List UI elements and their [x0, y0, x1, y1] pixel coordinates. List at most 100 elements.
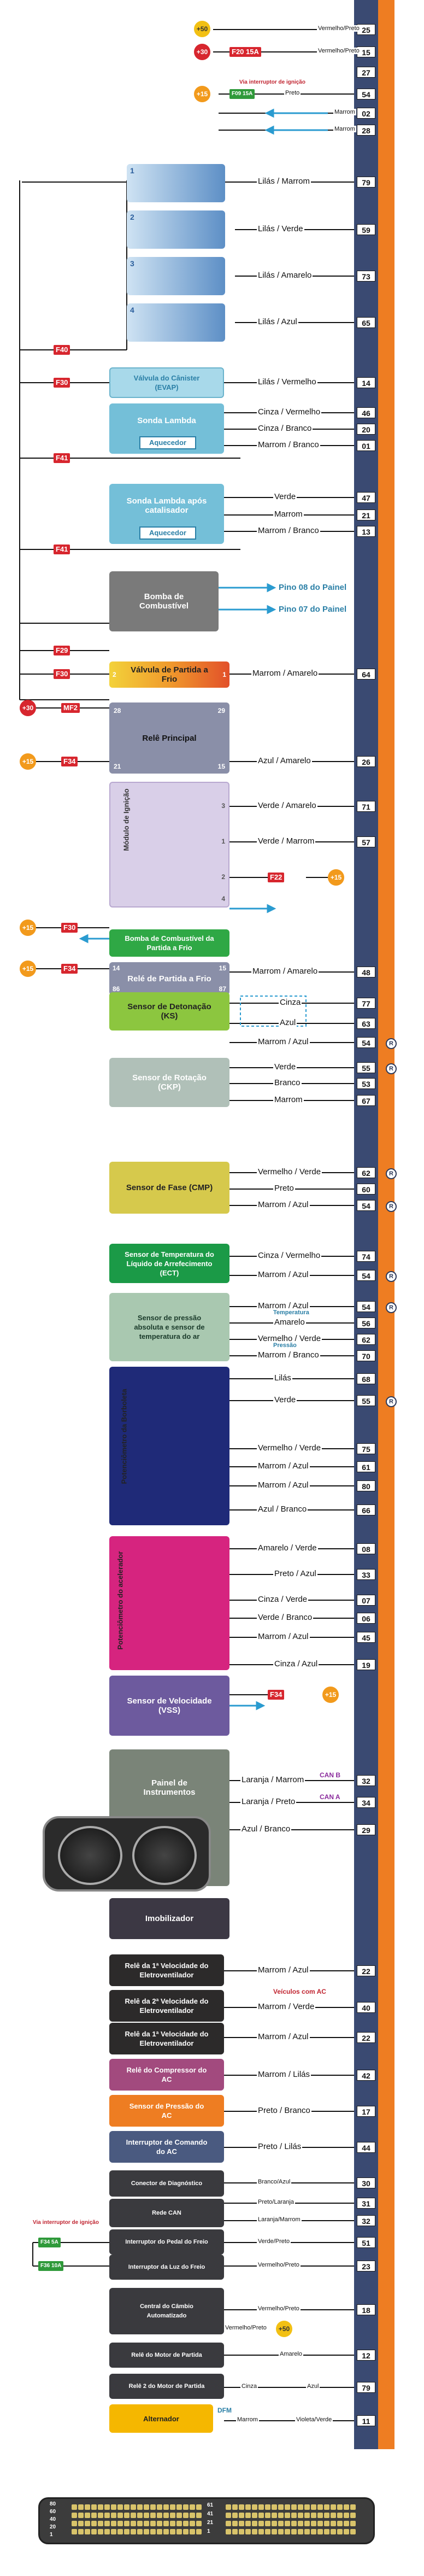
wire-label-40: Marrom / Verde: [257, 2002, 316, 2011]
wire-label-70: Marrom / Branco: [257, 1350, 320, 1360]
ecu-pin: 66: [357, 1504, 375, 1515]
ecu-pin: 59: [357, 224, 375, 235]
ecu-pin: 20: [357, 424, 375, 435]
plug-pin: [157, 2529, 162, 2534]
ecu-pin: 25: [357, 24, 375, 35]
plug-pin: [104, 2521, 110, 2526]
map-press-note: Pressão: [273, 1342, 297, 1349]
ecu-pin: 68: [357, 1373, 375, 1384]
plug-pin: [344, 2521, 349, 2526]
plug-number: 20: [50, 2524, 56, 2530]
ect-sensor: Sensor de Temperatura do Líquido de Arre…: [109, 1244, 229, 1283]
plug-number: 41: [207, 2511, 214, 2517]
ecu-pin: 54: [357, 1037, 375, 1048]
ecu-pin: 54: [357, 1200, 375, 1211]
plug-pin: [291, 2504, 297, 2510]
fan1-title: Relê da 1ª Velocidade do Eletroventilado…: [125, 1962, 209, 1979]
wire-label-45: Marrom / Azul: [257, 1632, 310, 1641]
coldrelay-pin87: 87: [219, 985, 226, 993]
plug-pin: [124, 2513, 129, 2518]
injector-number: 1: [130, 166, 134, 175]
plug-pin: [98, 2529, 103, 2534]
acswitch-title: Interruptor de Comando do AC: [126, 2138, 208, 2156]
plug-pin: [111, 2529, 116, 2534]
plug-pin: [252, 2521, 257, 2526]
fuse-f30b: F30: [54, 669, 70, 679]
plug-pin: [291, 2513, 297, 2518]
ecu-pin: 77: [357, 998, 375, 1009]
plug-pin: [278, 2504, 284, 2510]
injector-wire-label: Lilás / Amarelo: [257, 271, 313, 280]
ecu-pin: 54: [357, 1270, 375, 1281]
plug-pin: [117, 2529, 123, 2534]
plug-pin: [176, 2504, 182, 2510]
ecu-pin: 56: [357, 1318, 375, 1328]
ecu-pin: 11: [357, 2415, 375, 2426]
plug-pin: [163, 2513, 169, 2518]
acpress-title: Sensor de Pressão do AC: [129, 2102, 204, 2120]
plug-pin: [252, 2504, 257, 2510]
plug-pin: [190, 2521, 195, 2526]
accelerator-potentiometer: Potenciômetro do acelerador: [109, 1536, 229, 1670]
cold-start-relay: Relé de Partida a Frio 14 86 15 87: [109, 962, 229, 995]
plug-number: 40: [50, 2516, 56, 2522]
plus15-relay: +15: [20, 753, 36, 770]
ecu-pin: 02: [357, 108, 375, 119]
knock-title: Sensor de Detonação (KS): [127, 1002, 211, 1021]
wire-label-67: Marrom: [273, 1095, 304, 1104]
injector-wire-label: Lilás / Azul: [257, 317, 298, 326]
wire-label-22b: Marrom / Azul: [257, 2032, 310, 2041]
plug-pin: [331, 2504, 336, 2510]
ecu-pin: 32: [357, 2215, 375, 2226]
plug-pin: [91, 2504, 97, 2510]
lambda-title: Sonda Lambda: [137, 415, 196, 425]
canister-valve: Válvula do Cânister (EVAP): [109, 367, 224, 398]
fuel-pump: Bomba de Combustível: [109, 571, 219, 631]
ac-vehicles-note: Veículos com AC: [273, 1988, 326, 1995]
plug-pin: [104, 2504, 110, 2510]
plug-pin: [163, 2521, 169, 2526]
alt-wire1: Marrom: [236, 2416, 259, 2423]
wire-label-01: Marrom / Branco: [257, 440, 320, 449]
plug-pin: [111, 2513, 116, 2518]
ecu-pin: 57: [357, 836, 375, 847]
fuse-f20: F20 15A: [229, 47, 261, 57]
cold-valve-pin1: 1: [222, 671, 226, 678]
plug-pin: [91, 2513, 97, 2518]
cold-pump-title: Bomba de Combustível da Partida a Frio: [125, 934, 214, 952]
ecu-pin: 06: [357, 1613, 375, 1624]
plug-pin: [278, 2529, 284, 2534]
plug-pin: [137, 2504, 143, 2510]
tps-title: Potenciômetro da Borboleta: [120, 1389, 128, 1484]
brake-pedal-switch: Interruptor do Pedal do Freio: [109, 2229, 224, 2255]
wire-label-48: Marrom / Amarelo: [251, 967, 319, 976]
fuse-f29: F29: [54, 646, 70, 655]
ecu-pin: 47: [357, 492, 375, 503]
wire-label-62: Vermelho / Verde: [257, 1167, 322, 1176]
ecu-pin: 42: [357, 2070, 375, 2081]
ecu-pin: 55: [357, 1395, 375, 1406]
wire-label-44: Preto / Lilás: [257, 2142, 303, 2151]
ecu-pin: 26: [357, 756, 375, 767]
plug-pin: [150, 2529, 156, 2534]
ecu-pin: 22: [357, 1965, 375, 1976]
wire-label-63: Azul: [279, 1018, 297, 1027]
coldrelay-pin15: 15: [219, 964, 226, 972]
plug-pin: [304, 2529, 310, 2534]
plug-pin: [317, 2504, 323, 2510]
ecu-pin: 70: [357, 1350, 375, 1361]
wire-label-12: Amarelo: [279, 2351, 303, 2357]
wire-label-18: Vermelho/Preto: [257, 2305, 301, 2312]
cold-valve-title: Válvula de Partida a Frio: [131, 665, 208, 684]
ecu-pin: 54: [357, 89, 375, 99]
starter-relay-2: Relê 2 do Motor de Partida: [109, 2374, 224, 2399]
plug-pin: [265, 2521, 270, 2526]
wire-label-55: Verde: [273, 1062, 297, 1072]
app-title: Potenciômetro do acelerador: [116, 1551, 125, 1650]
plug-number: 1: [50, 2532, 53, 2538]
plug-pin: [291, 2529, 297, 2534]
relay-title: Relê Principal: [142, 733, 197, 743]
plug-pin: [272, 2504, 277, 2510]
plug-pin: [144, 2504, 149, 2510]
wire-label-47: Verde: [273, 492, 297, 501]
